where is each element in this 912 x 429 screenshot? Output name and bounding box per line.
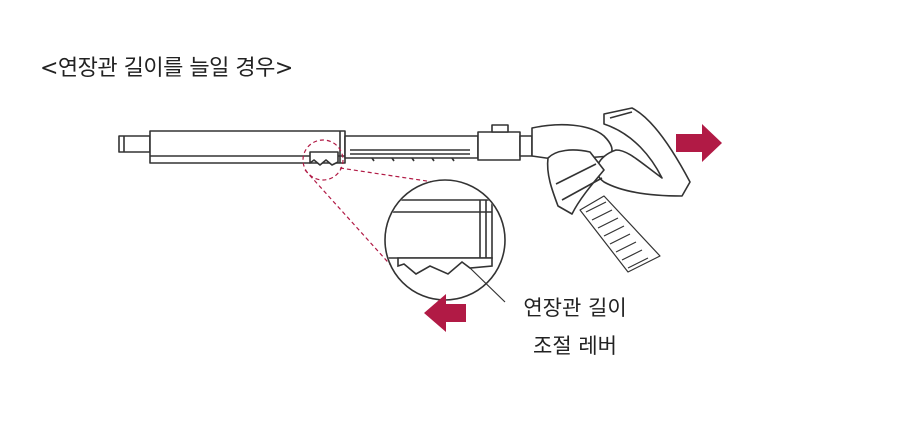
lever-callout-label: 연장관 길이 조절 레버 — [500, 289, 650, 365]
outer-pipe — [149, 130, 346, 164]
page-title: <연장관 길이를 늘일 경우> — [40, 56, 293, 81]
lever-callout-line2: 조절 레버 — [533, 334, 617, 358]
adjust-lever-zoomed — [397, 257, 493, 275]
hose — [579, 195, 661, 273]
zoom-source-circle — [302, 139, 344, 181]
arrow-left-icon — [424, 294, 466, 332]
pipe-assembly — [118, 107, 691, 273]
arrow-right-icon — [676, 124, 722, 162]
pipe-coupling — [477, 131, 521, 161]
lever-callout-line1: 연장관 길이 — [523, 296, 627, 320]
callout-leader — [469, 267, 506, 303]
zoom-detail — [384, 179, 506, 303]
adjust-lever-small — [309, 151, 339, 166]
hose-connector — [546, 149, 605, 215]
